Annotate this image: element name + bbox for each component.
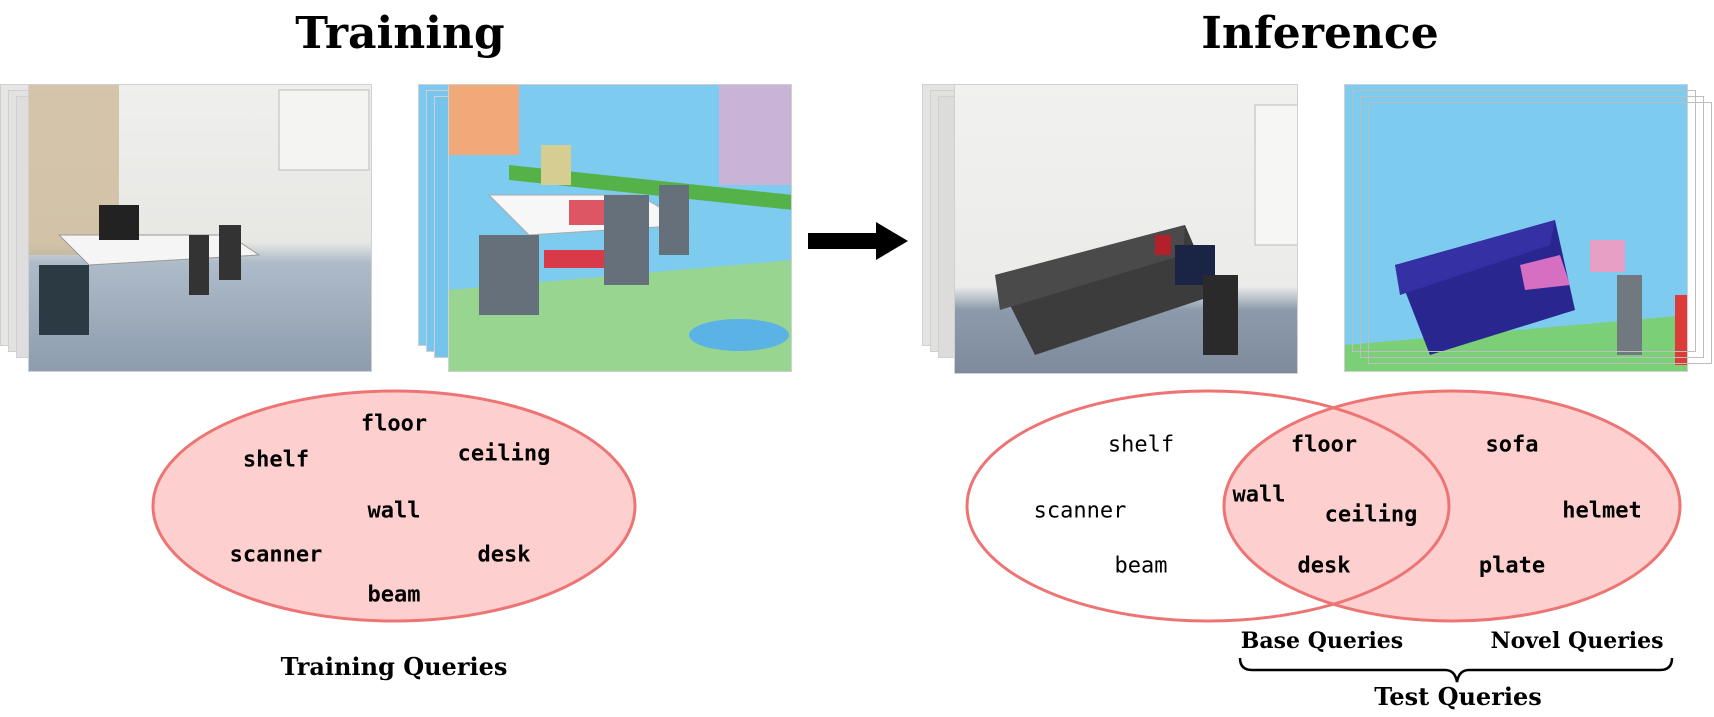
training-rgb-photo [28, 84, 372, 372]
training-segmentation-map [448, 84, 792, 372]
training-segmentation-images [418, 84, 792, 372]
inference-query-plate: plate [1478, 553, 1546, 579]
training-query-scanner: scanner [229, 542, 323, 568]
inference-query-shelf: shelf [1107, 432, 1175, 458]
training-query-wall: wall [367, 498, 421, 524]
inference-query-scanner: scanner [1033, 498, 1127, 524]
training-queries-ellipse [151, 389, 637, 623]
inference-segmentation-map [1344, 84, 1688, 372]
inference-query-floor: floor [1290, 432, 1358, 458]
inference-title: Inference [1201, 8, 1439, 59]
inference-query-helmet: helmet [1562, 498, 1642, 524]
inference-segmentation-images [1344, 84, 1714, 372]
test-queries-caption: Test Queries [1374, 682, 1542, 711]
inference-query-beam: beam [1114, 553, 1168, 579]
training-query-floor: floor [360, 411, 428, 437]
training-query-ceiling: ceiling [457, 441, 551, 467]
training-title: Training [295, 8, 505, 59]
inference-rgb-images [922, 84, 1298, 374]
training-queries-caption: Training Queries [280, 652, 508, 681]
base-queries-caption: Base Queries [1240, 628, 1404, 654]
inference-rgb-photo [954, 84, 1298, 374]
inference-query-sofa: sofa [1485, 432, 1539, 458]
base-queries-ellipse [965, 389, 1451, 623]
inference-query-ceiling: ceiling [1324, 502, 1418, 528]
inference-query-wall: wall [1232, 482, 1286, 508]
test-queries-brace [1238, 657, 1674, 683]
novel-queries-ellipse [1222, 389, 1682, 623]
training-rgb-images [0, 84, 372, 372]
inference-query-desk: desk [1297, 553, 1351, 579]
novel-queries-caption: Novel Queries [1490, 628, 1664, 654]
training-query-shelf: shelf [242, 447, 310, 473]
training-query-desk: desk [477, 542, 531, 568]
training-query-beam: beam [367, 582, 421, 608]
